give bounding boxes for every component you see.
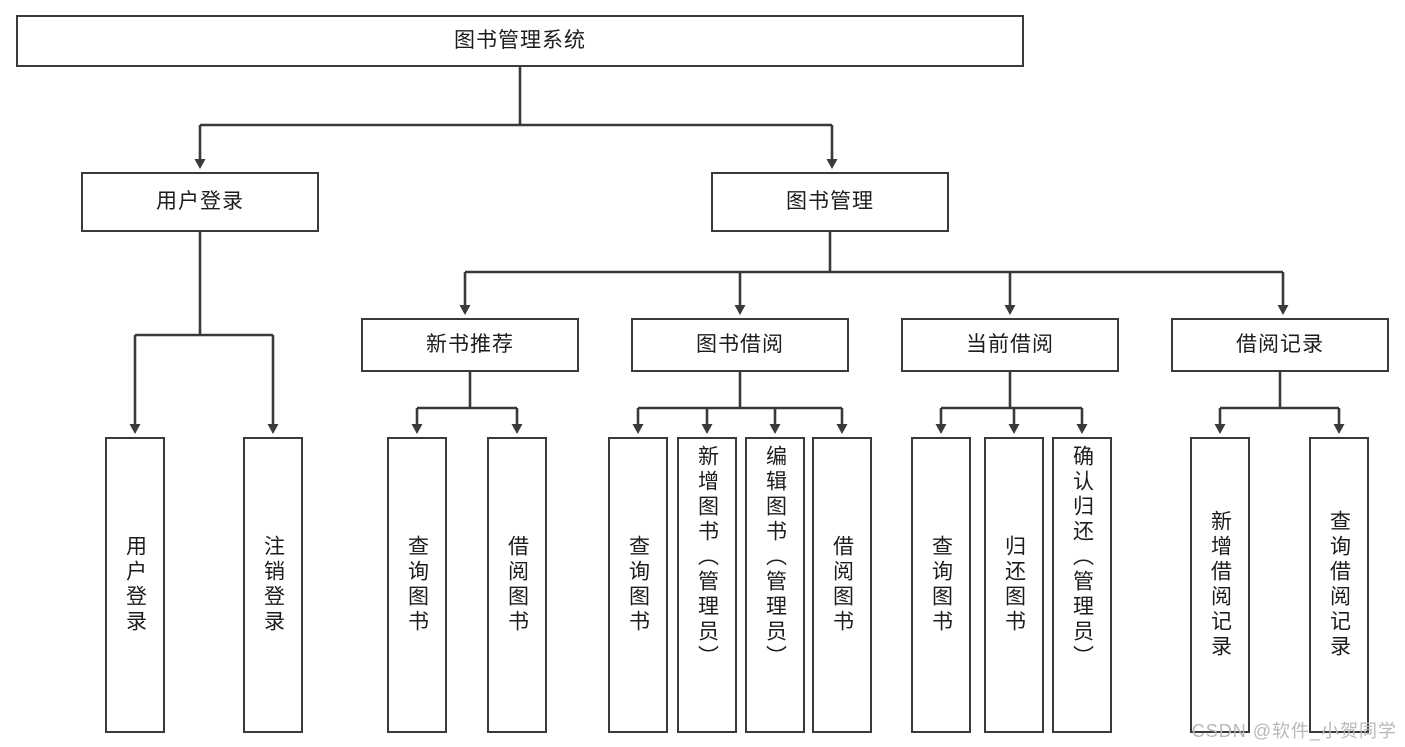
node-leaf-query-book-1[interactable]: 查询图书 [387,437,447,733]
node-leaf-query-record[interactable]: 查询借阅记录 [1309,437,1369,733]
node-label-root: 图书管理系统 [454,28,586,52]
node-label-leaf-borrow-book-1: 借阅图书 [505,535,529,635]
node-leaf-return-book[interactable]: 归还图书 [984,437,1044,733]
node-root[interactable]: 图书管理系统 [16,15,1024,67]
node-label-leaf-add-record: 新增借阅记录 [1208,510,1232,660]
node-leaf-borrow-book-1[interactable]: 借阅图书 [487,437,547,733]
node-label-leaf-user-login: 用户登录 [123,535,147,635]
node-book-manage[interactable]: 图书管理 [711,172,949,232]
node-new-book-rec[interactable]: 新书推荐 [361,318,579,372]
node-label-borrow-record: 借阅记录 [1236,332,1324,356]
node-label-leaf-borrow-book-2: 借阅图书 [830,535,854,635]
node-current-borrow[interactable]: 当前借阅 [901,318,1119,372]
node-user-login[interactable]: 用户登录 [81,172,319,232]
node-label-leaf-confirm-return: 确认归还（管理员） [1070,445,1094,670]
node-leaf-borrow-book-2[interactable]: 借阅图书 [812,437,872,733]
node-label-book-manage: 图书管理 [786,189,874,213]
node-leaf-add-record[interactable]: 新增借阅记录 [1190,437,1250,733]
node-label-current-borrow: 当前借阅 [966,332,1054,356]
node-label-leaf-query-book-3: 查询图书 [929,535,953,635]
node-leaf-query-book-2[interactable]: 查询图书 [608,437,668,733]
node-leaf-user-login[interactable]: 用户登录 [105,437,165,733]
node-label-book-borrow: 图书借阅 [696,332,784,356]
node-label-leaf-logout: 注销登录 [261,535,285,635]
node-leaf-query-book-3[interactable]: 查询图书 [911,437,971,733]
node-leaf-add-book[interactable]: 新增图书（管理员） [677,437,737,733]
node-label-leaf-query-book-1: 查询图书 [405,535,429,635]
node-leaf-logout[interactable]: 注销登录 [243,437,303,733]
node-label-leaf-query-book-2: 查询图书 [626,535,650,635]
node-label-leaf-return-book: 归还图书 [1002,535,1026,635]
node-label-leaf-query-record: 查询借阅记录 [1327,510,1351,660]
node-borrow-record[interactable]: 借阅记录 [1171,318,1389,372]
node-label-leaf-edit-book: 编辑图书（管理员） [763,445,787,670]
watermark: CSDN @软件_小贺同学 [1191,721,1397,741]
node-label-new-book-rec: 新书推荐 [426,332,514,356]
node-leaf-confirm-return[interactable]: 确认归还（管理员） [1052,437,1112,733]
node-label-leaf-add-book: 新增图书（管理员） [695,445,719,670]
node-label-user-login: 用户登录 [156,189,244,213]
node-book-borrow[interactable]: 图书借阅 [631,318,849,372]
node-leaf-edit-book[interactable]: 编辑图书（管理员） [745,437,805,733]
